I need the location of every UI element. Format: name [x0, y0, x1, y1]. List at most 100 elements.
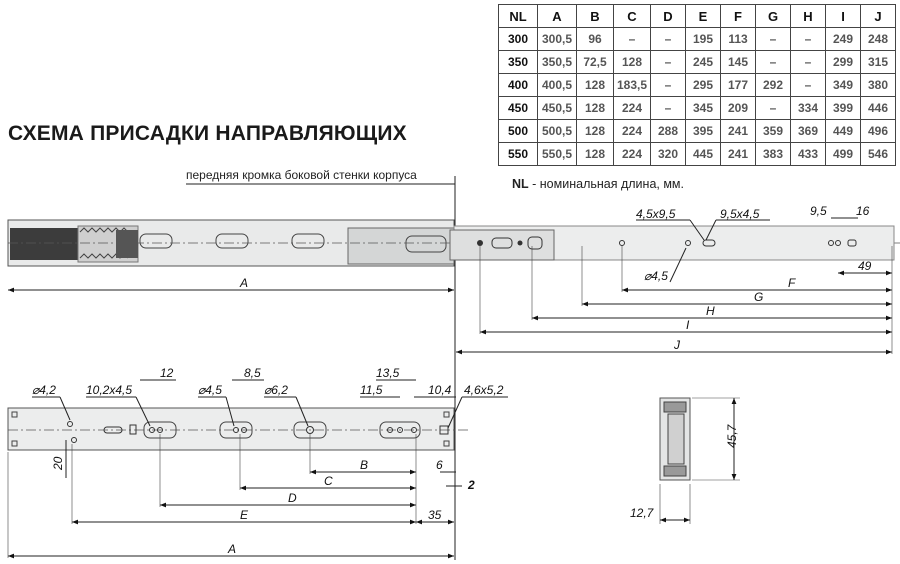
- label-C: C: [324, 474, 333, 488]
- table-cell: 399: [825, 96, 861, 120]
- table-cell: 334: [790, 96, 826, 120]
- col-header: B: [576, 4, 614, 28]
- rail-slot-4: [405, 235, 447, 253]
- page-title: СХЕМА ПРИСАДКИ НАПРАВЛЯЮЩИХ: [8, 122, 407, 145]
- table-cell: 224: [613, 142, 651, 166]
- mount-hole: [517, 240, 523, 246]
- hole: [149, 427, 155, 433]
- table-cell: 292: [755, 73, 791, 97]
- leader: [295, 396, 309, 427]
- col-header: E: [685, 4, 721, 28]
- rail-tab: [11, 440, 18, 447]
- col-header: J: [860, 4, 896, 28]
- table-cell: –: [790, 27, 826, 51]
- table-cell: 241: [720, 119, 756, 143]
- label-hole-4-2: ⌀4,2: [32, 383, 56, 397]
- table-cell: 446: [860, 96, 896, 120]
- label-H: H: [706, 304, 715, 318]
- hole: [241, 427, 247, 433]
- mount-slot: [491, 237, 513, 249]
- table-cell: 349: [825, 73, 861, 97]
- table-cell: 96: [576, 27, 614, 51]
- leader: [705, 219, 717, 241]
- label-hole-4-5: ⌀4,5: [644, 269, 668, 283]
- table-cell: –: [650, 27, 686, 51]
- slot-small: [129, 424, 137, 435]
- leader: [135, 396, 151, 427]
- label-G: G: [754, 290, 763, 304]
- leader: [225, 396, 235, 427]
- table-cell: 350,5: [537, 50, 577, 74]
- mount-slot: [527, 236, 543, 250]
- table-cell: 300,5: [537, 27, 577, 51]
- label-slot-4-5x9-5: 4,5x9,5: [636, 207, 676, 221]
- table-cell: 546: [860, 142, 896, 166]
- table-cell: 183,5: [613, 73, 651, 97]
- mount-hole: [619, 240, 625, 246]
- label-A-bottom: A: [227, 542, 236, 556]
- label-A-top: A: [239, 276, 248, 290]
- table-cell: 315: [860, 50, 896, 74]
- table-cell: 445: [685, 142, 721, 166]
- label-11-5: 11,5: [360, 383, 383, 397]
- label-hole-4-5: ⌀4,5: [198, 383, 222, 397]
- label-2: 2: [467, 478, 475, 492]
- label-9-5: 9,5: [810, 204, 827, 218]
- top-slide-assembly: [7, 219, 900, 267]
- table-cell: 369: [790, 119, 826, 143]
- table-cell: 288: [650, 119, 686, 143]
- front-edge-label: передняя кромка боковой стенки корпуса: [186, 168, 417, 182]
- table-cell: 72,5: [576, 50, 614, 74]
- rail-slot-2: [215, 233, 249, 249]
- hole: [387, 427, 393, 433]
- table-cell: 299: [825, 50, 861, 74]
- rail-tab: [443, 440, 450, 447]
- table-cell: 128: [576, 119, 614, 143]
- table-cell: 248: [860, 27, 896, 51]
- label-F: F: [788, 276, 796, 290]
- label-B: B: [360, 458, 368, 472]
- label-D: D: [288, 491, 297, 505]
- table-note: NL - номинальная длина, мм.: [512, 177, 684, 191]
- slot-4-6x5-2: [439, 425, 449, 435]
- hole-4-2: [71, 437, 77, 443]
- col-header: G: [755, 4, 791, 28]
- profile-ball-top: [663, 401, 687, 413]
- hole-6-2: [306, 426, 314, 434]
- leader: [689, 219, 705, 241]
- table-cell: 550,5: [537, 142, 577, 166]
- hole-4-5: [233, 427, 239, 433]
- mount-slot: [702, 239, 716, 247]
- label-12: 12: [160, 366, 174, 380]
- profile-inner: [667, 413, 685, 465]
- label-I: I: [686, 318, 690, 332]
- label-slot-10-2x4-5: 10,2x4,5: [86, 383, 132, 397]
- table-cell: 209: [720, 96, 756, 120]
- label-10-4: 10,4: [428, 383, 452, 397]
- top-dimensions: A F G H I J: [8, 246, 893, 355]
- top-dimension-labels: 4,5x9,5 9,5x4,5 ⌀4,5 9,5 16 49: [636, 204, 892, 283]
- bottom-rail: [7, 407, 470, 451]
- rail-front-block: [347, 227, 455, 265]
- slot-10-2x4-5: [103, 426, 123, 434]
- bottom-dimension-labels: ⌀4,2 10,2x4,5 12 ⌀4,5 8,5 ⌀6,2 13,5 11,5…: [32, 366, 508, 478]
- label-49: 49: [858, 259, 872, 273]
- rail-slot-3: [291, 233, 325, 249]
- drawer-front-plate: [449, 229, 555, 261]
- note-text: - номинальная длина, мм.: [528, 177, 685, 191]
- label-hole-6-2: ⌀6,2: [264, 383, 288, 397]
- hole-4-2: [67, 421, 73, 427]
- leader: [59, 396, 71, 421]
- label-J: J: [673, 338, 681, 352]
- label-slot-9-5x4-5: 9,5x4,5: [720, 207, 760, 221]
- label-slot-4-6x5-2: 4,6x5,2: [464, 383, 504, 397]
- leader: [447, 396, 463, 429]
- hole: [157, 427, 163, 433]
- table-cell: –: [613, 27, 651, 51]
